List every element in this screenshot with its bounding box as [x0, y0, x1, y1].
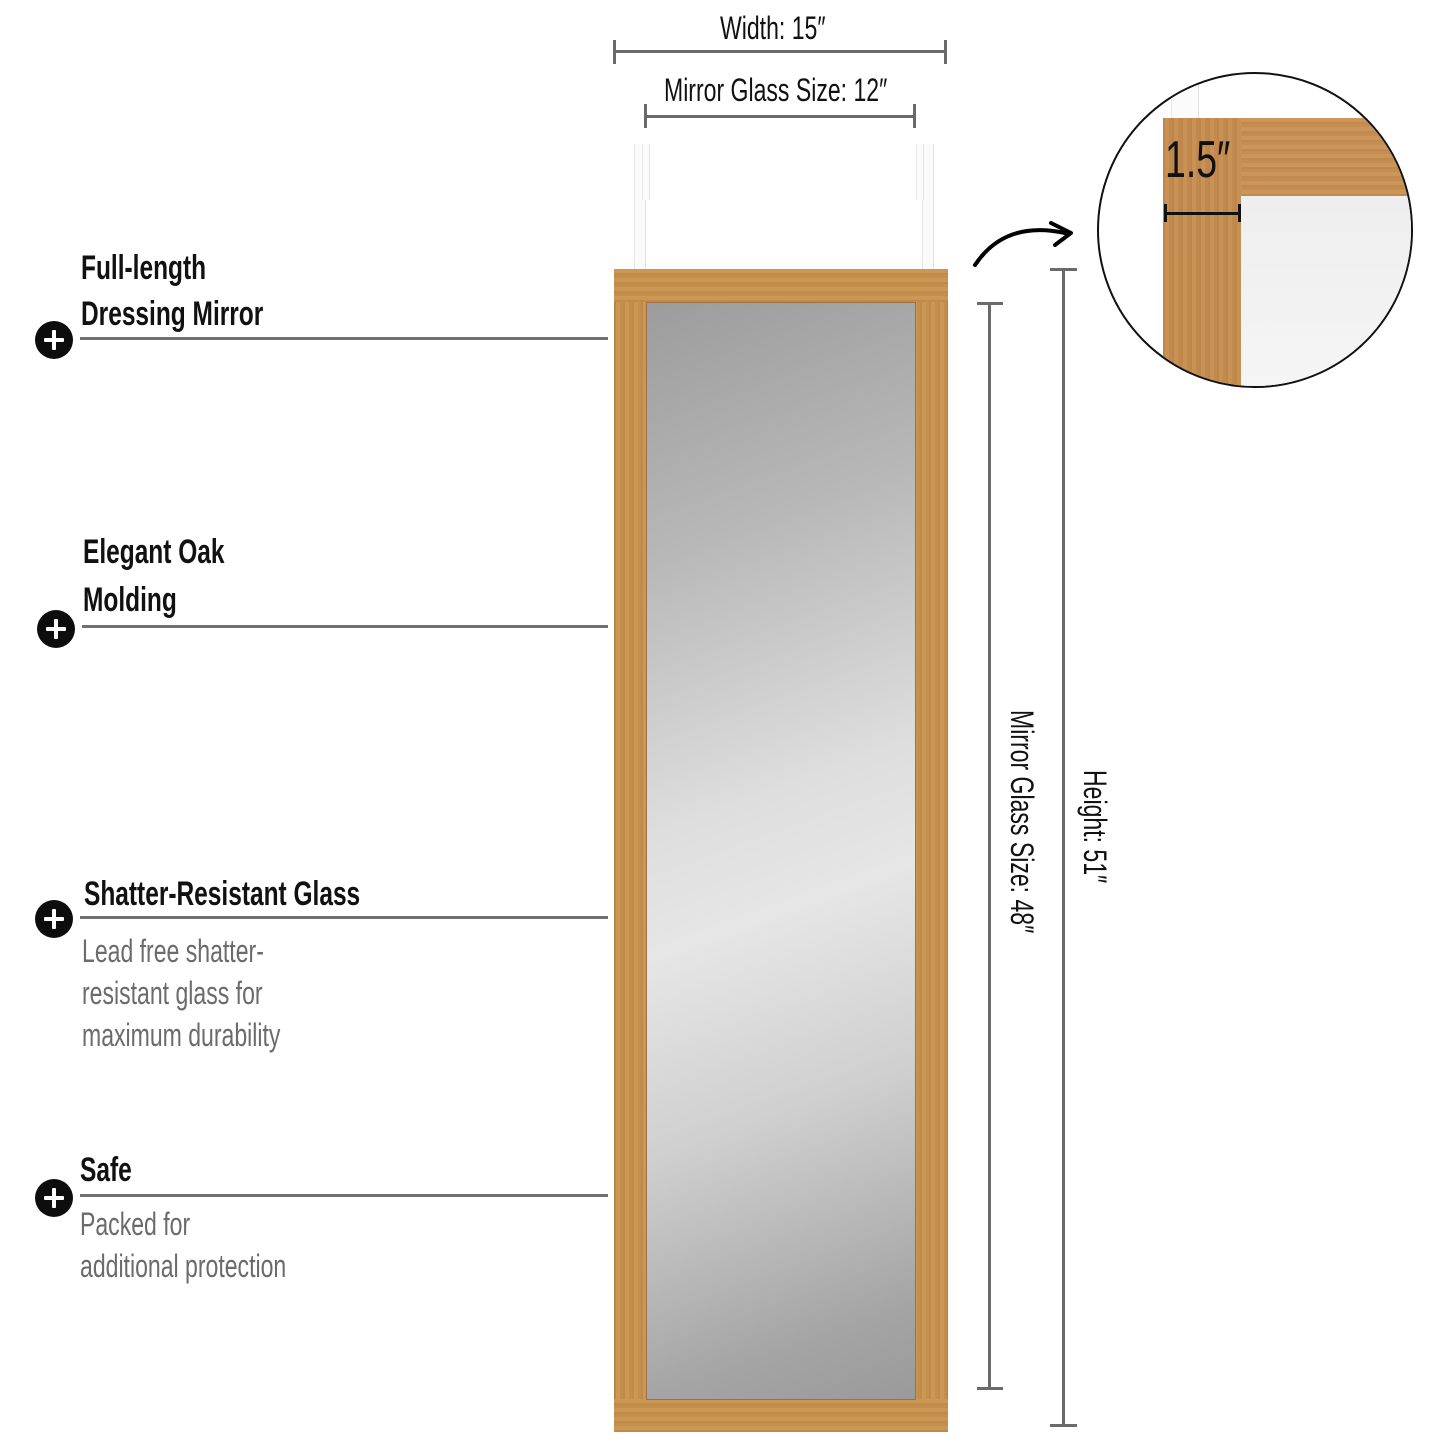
feature-desc-line1: Packed for — [80, 1206, 191, 1242]
feature-title: Safe — [80, 1151, 132, 1189]
feature-title-line1: Full-length — [81, 249, 207, 287]
height-dimension-line — [1062, 270, 1065, 1426]
frame-width-label: 1.5″ — [1165, 131, 1231, 189]
feature-rule — [80, 1194, 608, 1197]
feature-rule — [80, 337, 608, 340]
feature-desc-line1: Lead free shatter- — [82, 933, 264, 969]
width-dimension-label: Width: 15″ — [720, 10, 826, 46]
glass-height-tick-top — [977, 302, 1003, 305]
door-hook-right — [922, 144, 934, 270]
glass-width-dimension-tick-right — [913, 104, 916, 128]
feature-rule — [82, 625, 608, 628]
frame-width-measure-tick-left — [1164, 204, 1167, 222]
frame-width-measure-line — [1165, 212, 1239, 215]
door-hook-right-lip — [916, 144, 924, 200]
plus-circle-icon — [35, 900, 73, 938]
glass-height-tick-bottom — [977, 1387, 1003, 1390]
width-dimension-tick-right — [944, 40, 947, 64]
callout-glass — [1241, 196, 1411, 386]
feature-rule — [80, 916, 608, 919]
glass-height-dimension-line — [988, 304, 991, 1390]
plus-circle-icon — [35, 321, 73, 359]
feature-title-line1: Elegant Oak — [83, 533, 225, 571]
mirror-frame — [614, 269, 948, 1432]
frame-width-measure-tick-right — [1238, 204, 1241, 222]
height-tick-top — [1050, 268, 1077, 271]
glass-width-dimension-label: Mirror Glass Size: 12″ — [664, 72, 888, 108]
callout-frame-side — [1163, 118, 1241, 386]
glass-height-dimension-label: Mirror Glass Size: 48″ — [1004, 710, 1040, 934]
glass-width-dimension-line — [645, 115, 916, 118]
feature-desc-line2: additional protection — [80, 1248, 287, 1284]
height-tick-bottom — [1050, 1424, 1077, 1427]
frame-detail-callout: 1.5″ — [1097, 72, 1413, 388]
callout-hook — [1171, 74, 1199, 118]
glass-width-dimension-tick-left — [644, 104, 647, 128]
feature-title-line2: Molding — [83, 581, 177, 619]
curved-arrow-icon — [973, 221, 1073, 267]
feature-desc-line2: resistant glass for — [82, 975, 263, 1011]
plus-circle-icon — [35, 1179, 73, 1217]
mirror-product — [614, 140, 948, 1435]
mirror-glass — [646, 302, 916, 1400]
plus-circle-icon — [37, 610, 75, 648]
height-dimension-label: Height: 51″ — [1077, 770, 1113, 884]
width-dimension-line — [614, 50, 947, 53]
feature-desc-line3: maximum durability — [82, 1017, 281, 1053]
feature-title-line2: Dressing Mirror — [81, 295, 264, 333]
door-hook-left-lip — [642, 144, 650, 200]
frame-bottom-rail — [614, 1399, 948, 1432]
frame-top-rail — [614, 269, 948, 302]
feature-title: Shatter-Resistant Glass — [84, 875, 361, 913]
width-dimension-tick-left — [613, 40, 616, 64]
